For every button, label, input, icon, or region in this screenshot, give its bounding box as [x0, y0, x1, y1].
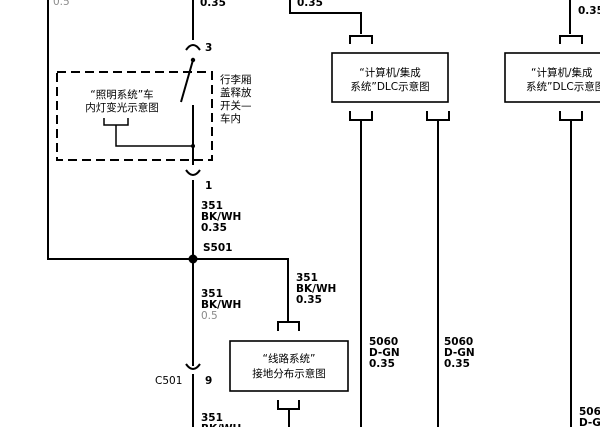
- wire-351-lower-circuit: 351: [201, 288, 223, 300]
- wire-351-bottom-circuit: 351: [201, 412, 223, 424]
- lighting-box-junction: [191, 144, 195, 148]
- wire-5060-b-color: D-GN: [444, 347, 475, 359]
- wire-5060-c-color: D-G: [579, 417, 600, 427]
- lighting-box-line-2: 内灯变光示意图: [85, 101, 159, 114]
- splice-s501-label: S501: [203, 242, 232, 254]
- switch-pin-top: 3: [205, 42, 212, 54]
- wire-351-upper-color: BK/WH: [201, 211, 241, 223]
- wire-5060-a-label: 5060 D-GN 0.35: [369, 336, 400, 370]
- c501-name: C501: [155, 375, 182, 387]
- ground-box-top-connector: [277, 321, 300, 331]
- switch-blade: [180, 58, 194, 103]
- switch-label: 行李厢 盖释放 开关— 车内: [220, 73, 252, 125]
- switch-label-line-1: 行李厢: [220, 73, 252, 86]
- lighting-box-connector: [103, 118, 193, 147]
- wire-351-lower-color: BK/WH: [201, 299, 241, 311]
- switch-terminal-bottom: [185, 169, 201, 176]
- wire-351-bottom-color: BK/WH: [201, 423, 241, 427]
- wire-351-upper-label: 351 BK/WH 0.35: [201, 200, 241, 234]
- wire-351-branch-circuit: 351: [296, 272, 318, 284]
- top-wire-right-size: 0.35: [578, 5, 600, 17]
- dlc-box-1-line-1: “计算机/集成: [359, 66, 421, 79]
- wire-5060-a-color: D-GN: [369, 347, 400, 359]
- wire-351-branch-color: BK/WH: [296, 283, 336, 295]
- switch-label-line-4: 车内: [220, 112, 241, 125]
- dlc1-top-connector: [349, 35, 373, 44]
- wire-351-upper-size: 0.35: [201, 222, 227, 234]
- ground-box-bottom-connector: [277, 400, 300, 427]
- dlc2-top-connector: [559, 35, 583, 44]
- wire-351-lower-size: 0.5: [201, 310, 218, 322]
- dlc2-bottom-connector: [559, 111, 583, 427]
- switch-label-line-2: 盖释放: [220, 86, 252, 99]
- lighting-dashed-box: [56, 71, 213, 161]
- lighting-box-line-1: “照明系统”车: [90, 88, 153, 101]
- dlc-box-2-line-2: 系统”DLC示意图: [526, 80, 600, 93]
- dlc-box-2: [504, 52, 600, 103]
- ground-box-line-1: “线路系统”: [263, 352, 316, 365]
- dlc1-bottom-connector-right: [426, 111, 450, 427]
- dlc-box-1-line-2: 系统”DLC示意图: [350, 80, 429, 93]
- switch-pivot: [190, 57, 196, 63]
- switch-pin-bottom: 1: [205, 180, 212, 192]
- c501-terminal: [185, 363, 201, 370]
- left-vertical-wire: [47, 0, 193, 260]
- wire-351-bottom-label: 351 BK/WH: [201, 412, 241, 427]
- wire-5060-b-circuit: 5060: [444, 336, 473, 348]
- wire-5060-a-size: 0.35: [369, 358, 395, 370]
- switch-terminal-top: [185, 44, 201, 51]
- wire-5060-b-label: 5060 D-GN 0.35: [444, 336, 475, 370]
- switch-label-line-3: 开关—: [220, 99, 252, 112]
- ground-box-line-2: 接地分布示意图: [252, 367, 326, 380]
- ground-distribution-box: [229, 340, 349, 392]
- wire-5060-c-circuit: 506: [579, 406, 600, 418]
- wire-351-lower-label: 351 BK/WH 0.5: [201, 288, 241, 322]
- dlc-box-1: [331, 52, 449, 103]
- wire-351-upper-circuit: 351: [201, 200, 223, 212]
- wire-5060-a-circuit: 5060: [369, 336, 398, 348]
- wire-351-branch-size: 0.35: [296, 294, 322, 306]
- wire-351-branch-label: 351 BK/WH 0.35: [296, 272, 336, 306]
- dlc-box-2-line-1: “计算机/集成: [531, 66, 593, 79]
- top-wire-mid-size: 0.35: [297, 0, 323, 9]
- dlc1-top-wire: [289, 0, 362, 34]
- wire-5060-b-size: 0.35: [444, 358, 470, 370]
- splice-branch-wire: [193, 258, 289, 322]
- top-wire-left-size: 0.35: [200, 0, 226, 9]
- top-left-wire-size: 0.5: [53, 0, 70, 8]
- c501-pin: 9: [205, 375, 212, 387]
- dlc1-bottom-connector-left: [349, 111, 373, 427]
- wire-5060-c-label: 506 D-G: [579, 406, 600, 427]
